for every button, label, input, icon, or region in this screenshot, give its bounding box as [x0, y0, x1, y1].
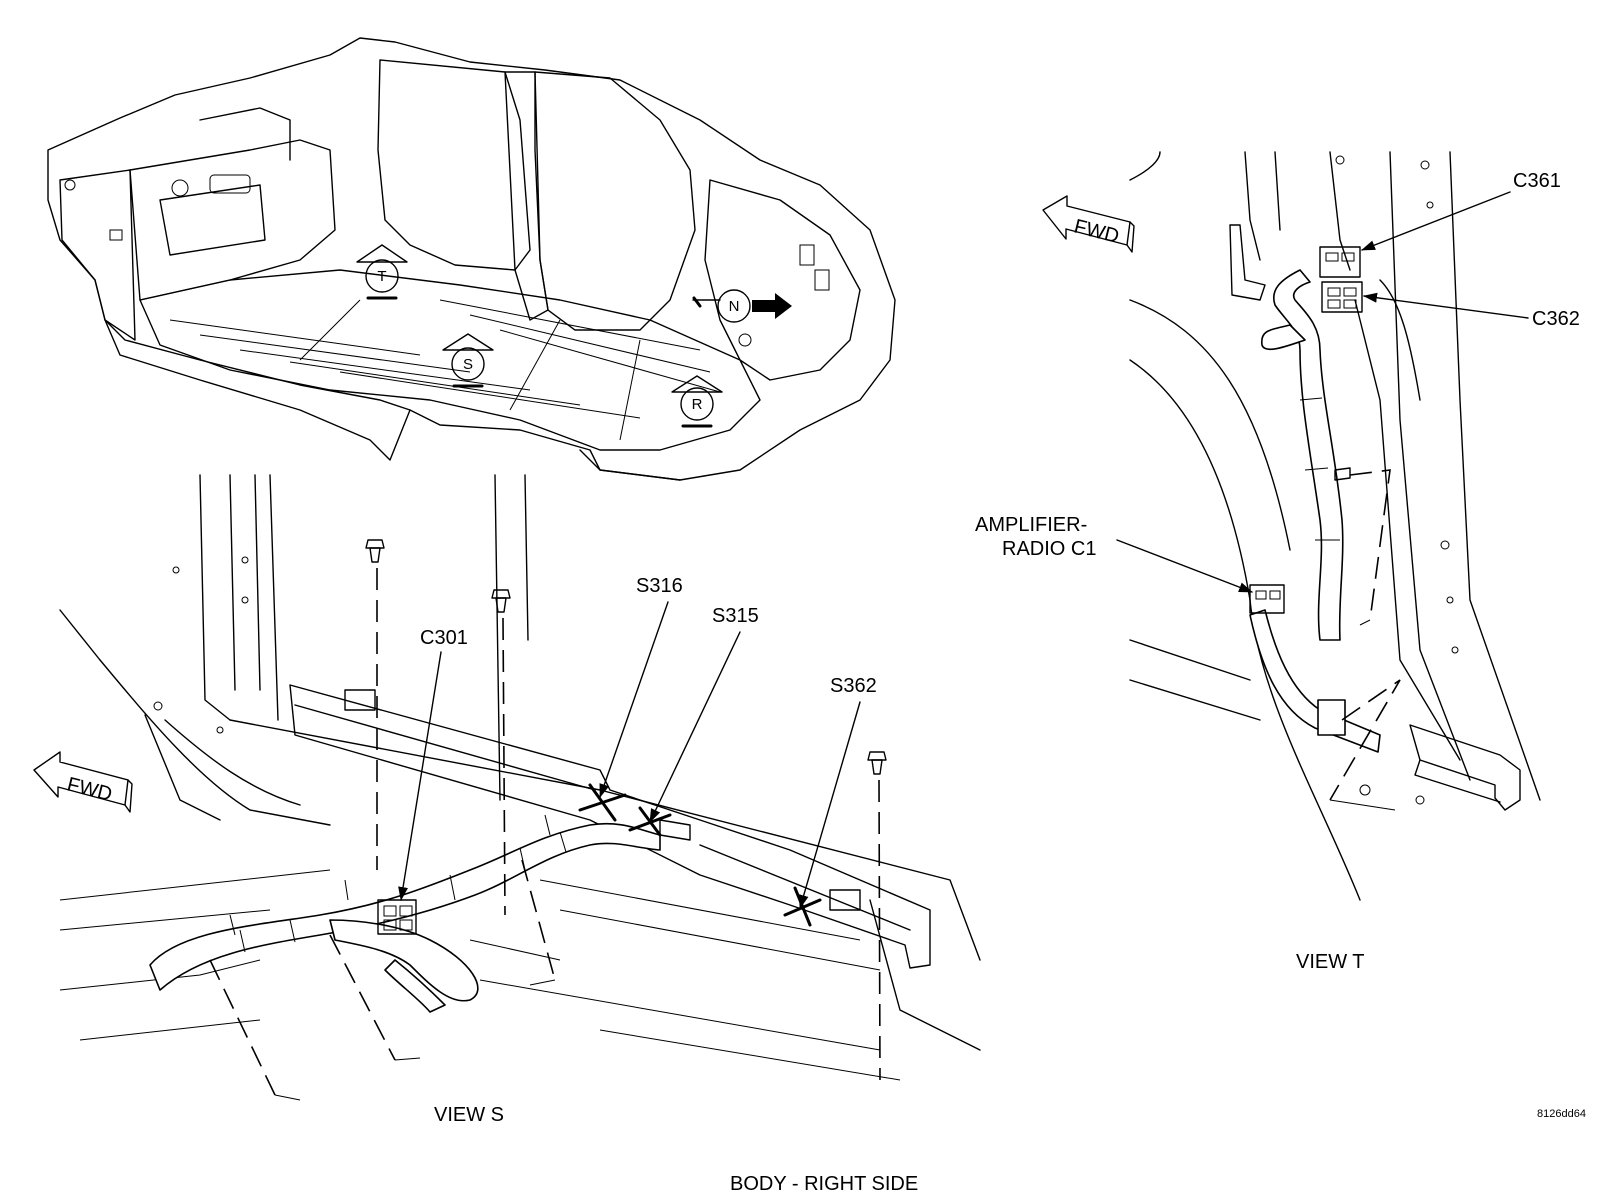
- callout-amplifier-line2: RADIO C1: [1002, 538, 1096, 560]
- callout-s316: S316: [636, 575, 683, 597]
- vehicle-body-overview: [47, 37, 896, 481]
- view-marker-r-label: R: [692, 396, 703, 413]
- view-s-label: VIEW S: [434, 1104, 504, 1126]
- bolt-icon: [365, 539, 385, 563]
- view-marker-s-label: S: [463, 356, 473, 373]
- view-marker-t: T: [356, 244, 408, 300]
- fwd-arrow-icon: FWD: [1042, 195, 1135, 253]
- view-marker-n-label: N: [729, 298, 740, 315]
- bolt-icon: [491, 589, 511, 613]
- view-marker-r: R: [671, 375, 723, 428]
- view-s-drawing: [59, 474, 981, 1101]
- callout-s362: S362: [830, 675, 877, 697]
- view-marker-n: N: [692, 289, 792, 323]
- view-t-drawing: [1129, 151, 1541, 901]
- fwd-label-view-t: FWD: [1072, 216, 1122, 248]
- view-marker-s: S: [442, 333, 494, 388]
- callout-s315: S315: [712, 605, 759, 627]
- fwd-label-view-s: FWD: [65, 774, 115, 806]
- callout-amplifier-line1: AMPLIFIER-: [975, 514, 1087, 536]
- view-t-label: VIEW T: [1296, 951, 1365, 973]
- view-marker-t-label: T: [377, 268, 386, 285]
- bolt-icon: [867, 751, 887, 775]
- callout-c301: C301: [420, 627, 468, 649]
- figure-code: 8126dd64: [1537, 1108, 1586, 1120]
- callout-c361: C361: [1513, 170, 1561, 192]
- callout-c362: C362: [1532, 308, 1580, 330]
- diagram-title: BODY - RIGHT SIDE: [730, 1173, 918, 1195]
- fwd-arrow-icon: FWD: [33, 751, 133, 813]
